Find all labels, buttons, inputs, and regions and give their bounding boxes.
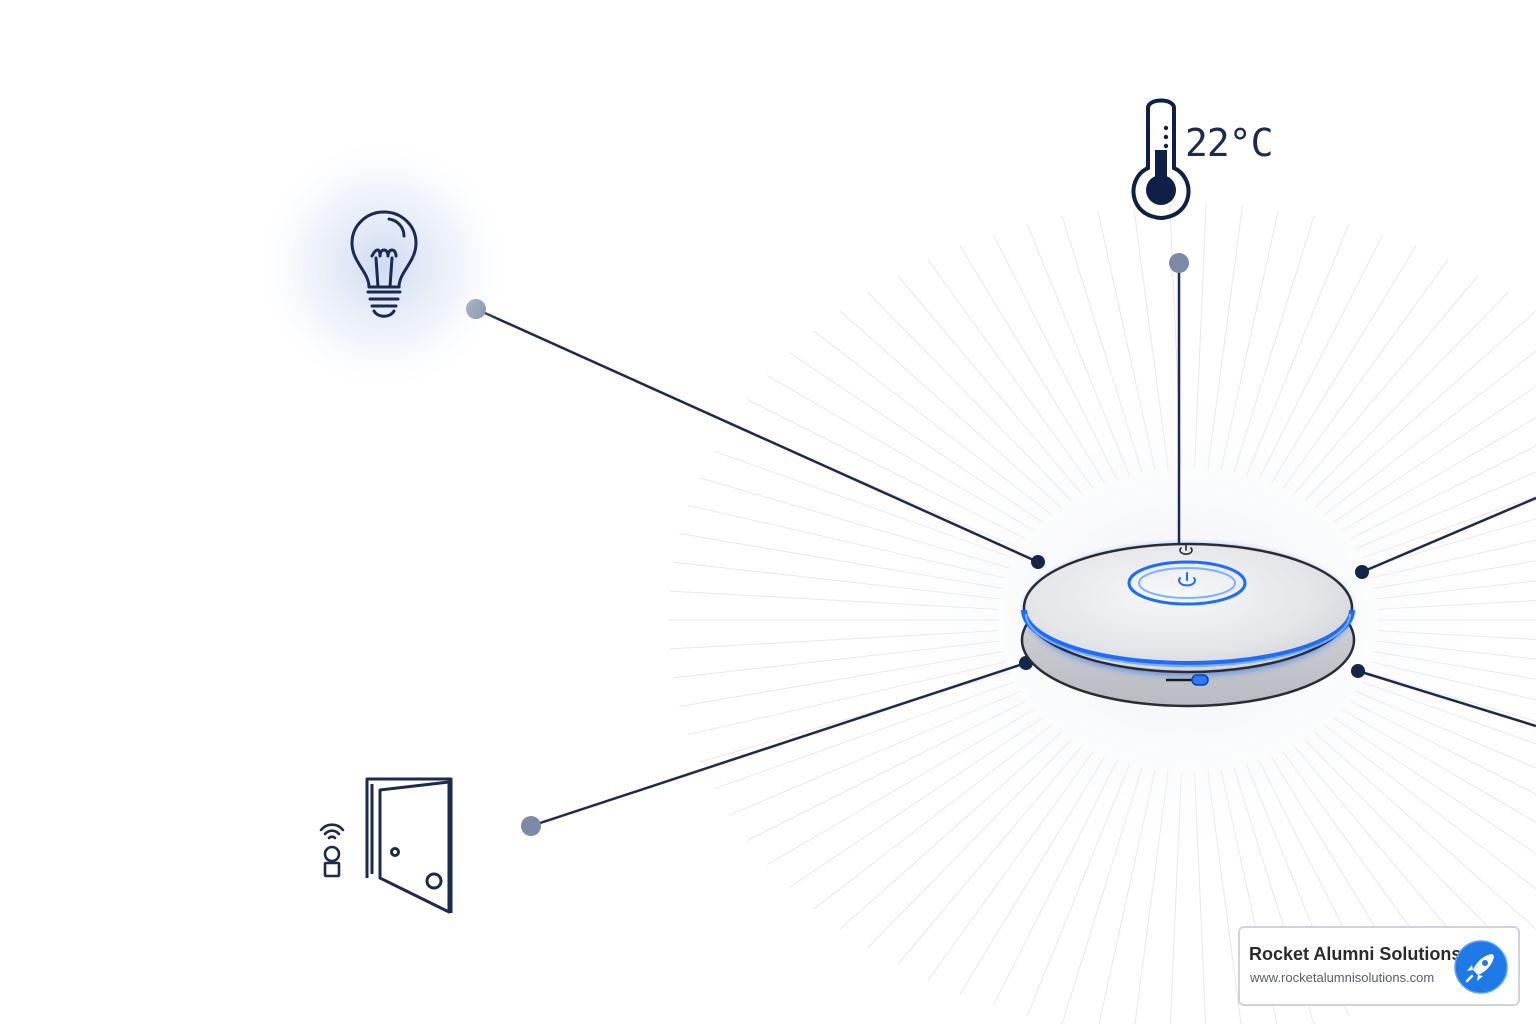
brand-url: www.rocketalumnisolutions.com [1250, 970, 1435, 985]
bulb-glow [253, 135, 513, 395]
hub-node-right-upper [1355, 565, 1369, 579]
small-power-icon [1179, 544, 1193, 555]
rocket-icon [1454, 940, 1508, 994]
hub-node-bulb [1031, 555, 1045, 569]
bulb-connection-line [475, 307, 1039, 564]
power-icon[interactable] [1178, 572, 1196, 587]
thermometer-node[interactable] [1169, 253, 1189, 273]
right-lower-connection-line [1357, 669, 1536, 728]
smart-hub-device[interactable] [1020, 542, 1356, 708]
smart-lock-icon[interactable] [319, 823, 345, 878]
hub-node-right-lower [1351, 664, 1365, 678]
thermometer-icon[interactable] [1131, 98, 1191, 221]
brand-watermark: Rocket Alumni Solutions www.rocketalumni… [1238, 926, 1520, 1006]
light-bulb-icon[interactable] [350, 210, 418, 318]
door-node[interactable] [521, 816, 541, 836]
temperature-reading: 22°C [1185, 121, 1273, 165]
right-upper-connection-line [1361, 496, 1536, 574]
brand-name: Rocket Alumni Solutions [1249, 944, 1462, 964]
status-led [1191, 674, 1209, 686]
smart-door-icon[interactable] [365, 777, 453, 914]
hub-ring [1127, 560, 1247, 606]
connections [80, 263, 1536, 828]
door-connection-line [530, 661, 1027, 828]
